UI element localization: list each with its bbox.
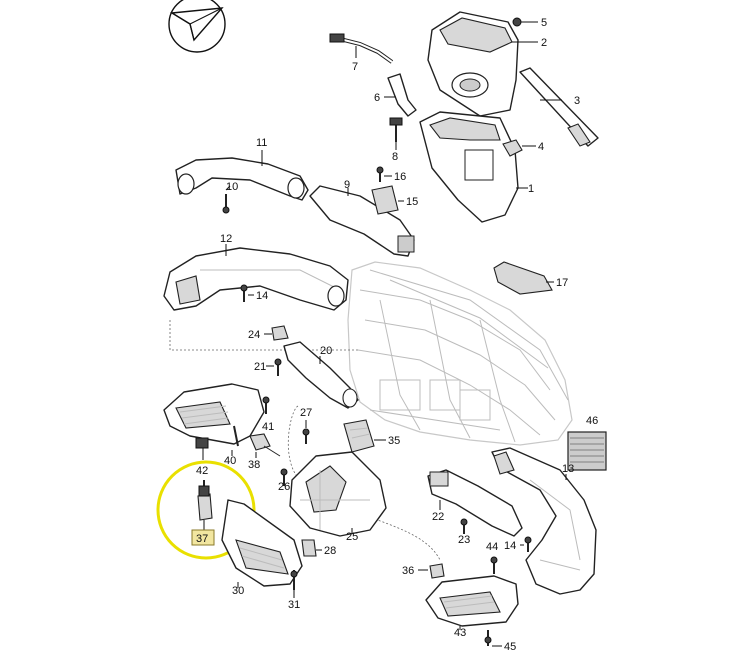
part-2-blower-housing bbox=[427, 11, 538, 117]
callout-14-lower-label: 14 bbox=[504, 540, 516, 552]
callout-14-upper: 14 bbox=[256, 290, 268, 302]
callout-6: 6 bbox=[374, 92, 380, 104]
callout-15: 15 bbox=[406, 196, 418, 208]
callout-37-label: 37 bbox=[196, 533, 208, 545]
callout-24: 24 bbox=[248, 329, 260, 341]
callout-46: 46 bbox=[586, 415, 598, 427]
callout-3: 3 bbox=[574, 95, 580, 107]
paper-plane-arrow-icon bbox=[168, 0, 226, 53]
callout-2: 2 bbox=[541, 37, 547, 49]
part-7-hose bbox=[329, 33, 394, 64]
part-36-connector bbox=[418, 563, 445, 579]
part-26-screw bbox=[280, 468, 288, 486]
part-11-upper-duct bbox=[175, 150, 309, 201]
callout-21: 21 bbox=[254, 361, 266, 373]
part-20-duct bbox=[283, 341, 359, 409]
part-46-filter-panel bbox=[567, 431, 607, 471]
callout-7: 7 bbox=[352, 61, 358, 73]
callout-27: 27 bbox=[300, 407, 312, 419]
part-14-screw-upper bbox=[240, 284, 254, 302]
callout-45: 45 bbox=[504, 641, 516, 653]
part-9-duct bbox=[309, 185, 415, 257]
callout-25: 25 bbox=[346, 531, 358, 543]
part-22-duct bbox=[427, 469, 523, 537]
callout-43: 43 bbox=[454, 627, 466, 639]
part-37-sensor bbox=[197, 480, 213, 530]
part-35-module bbox=[343, 419, 386, 453]
callout-38: 38 bbox=[248, 459, 260, 471]
callout-37-box bbox=[191, 529, 215, 546]
callout-23: 23 bbox=[458, 534, 470, 546]
highlight-ring bbox=[156, 460, 256, 560]
callout-41: 41 bbox=[262, 421, 274, 433]
callout-16: 16 bbox=[394, 171, 406, 183]
part-17-trim bbox=[493, 261, 554, 295]
part-42-vent-housing bbox=[163, 383, 265, 460]
part-4-bracket bbox=[502, 139, 536, 157]
part-31-screw bbox=[290, 570, 298, 598]
callout-9: 9 bbox=[344, 179, 350, 191]
part-45-screw bbox=[484, 630, 502, 647]
callout-17: 17 bbox=[556, 277, 568, 289]
part-10-screw bbox=[222, 185, 231, 214]
part-28-clip bbox=[301, 539, 322, 557]
part-44-screw bbox=[490, 556, 498, 574]
callout-31-final: 31 bbox=[288, 599, 300, 611]
callout-36: 36 bbox=[402, 565, 414, 577]
part-14-screw-lower bbox=[520, 536, 532, 552]
callout-5: 5 bbox=[541, 17, 547, 29]
part-40-bracket bbox=[231, 425, 239, 456]
callout-11: 11 bbox=[256, 137, 267, 149]
part-3-strip bbox=[519, 67, 599, 147]
callout-4: 4 bbox=[538, 141, 544, 153]
part-23-screw bbox=[460, 518, 468, 534]
part-43-right-vent bbox=[425, 575, 519, 630]
part-16-screw bbox=[376, 166, 392, 182]
callout-40: 40 bbox=[224, 455, 236, 467]
callout-13: 13 bbox=[562, 463, 574, 475]
part-25-center-duct bbox=[289, 451, 387, 537]
callout-35: 35 bbox=[388, 435, 400, 447]
callout-22: 22 bbox=[432, 511, 444, 523]
part-27-screw bbox=[302, 420, 310, 444]
part-1-heater-box bbox=[419, 111, 528, 223]
callout-1: 1 bbox=[528, 183, 534, 195]
callout-10: 10 bbox=[226, 181, 238, 193]
part-12-middle-duct bbox=[163, 244, 349, 311]
part-30-lower-vent bbox=[221, 499, 303, 588]
callout-42: 42 bbox=[196, 465, 208, 477]
callout-28: 28 bbox=[324, 545, 336, 557]
dashboard-ghost-outline bbox=[347, 261, 573, 446]
part-8-screw bbox=[389, 117, 403, 150]
part-6-bracket bbox=[384, 73, 417, 117]
part-13-right-duct bbox=[491, 447, 597, 595]
part-24-clip bbox=[264, 325, 289, 341]
callouts: 5 2 7 3 6 4 11 8 16 9 10 1 15 12 17 14 2… bbox=[191, 17, 598, 653]
callout-20-label: 20 bbox=[320, 345, 332, 357]
callout-30: 30 bbox=[232, 585, 244, 597]
part-21-screw bbox=[266, 358, 282, 376]
callout-8: 8 bbox=[392, 151, 398, 163]
part-5-clip bbox=[512, 17, 538, 27]
part-41-screw bbox=[262, 396, 270, 414]
part-15-vent-insert bbox=[371, 185, 404, 215]
callout-26: 26 bbox=[278, 481, 290, 493]
callout-44: 44 bbox=[486, 541, 498, 553]
part-38-connector bbox=[249, 433, 281, 458]
callout-12: 12 bbox=[220, 233, 232, 245]
